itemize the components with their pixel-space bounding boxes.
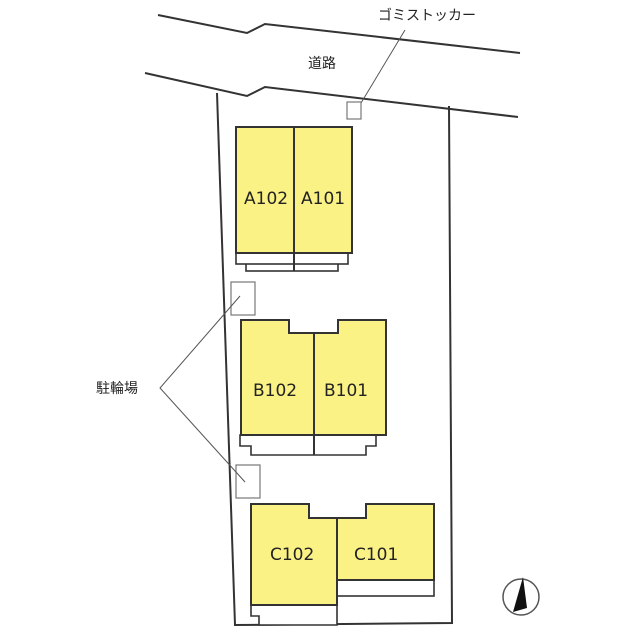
unit-b102: B102 <box>253 381 297 401</box>
building-a-porch-step <box>235 252 349 265</box>
bicycle-parking-2 <box>235 464 261 499</box>
building-c101 <box>336 503 435 581</box>
building-c101-porch <box>336 579 435 597</box>
bicycle-label: 駐輪場 <box>96 380 138 397</box>
site-boundary <box>216 92 454 627</box>
building-c-porch <box>250 604 338 626</box>
road-label: 道路 <box>308 56 336 72</box>
garbage-leader-line <box>354 29 406 114</box>
unit-a102: A102 <box>244 189 288 209</box>
unit-c102: C102 <box>270 545 314 565</box>
road-top-edge <box>157 14 521 54</box>
unit-c101: C101 <box>354 545 398 565</box>
unit-b101: B101 <box>324 381 368 401</box>
bicycle-leader-lines <box>159 295 246 483</box>
garbage-label: ゴミストッカー <box>378 7 476 24</box>
unit-a101: A101 <box>301 189 345 209</box>
road-bottom-edge <box>144 72 519 118</box>
north-arrow-icon <box>502 577 540 616</box>
garbage-stocker <box>346 101 362 120</box>
bicycle-parking-1 <box>230 281 256 316</box>
building-b-porch <box>239 434 377 456</box>
